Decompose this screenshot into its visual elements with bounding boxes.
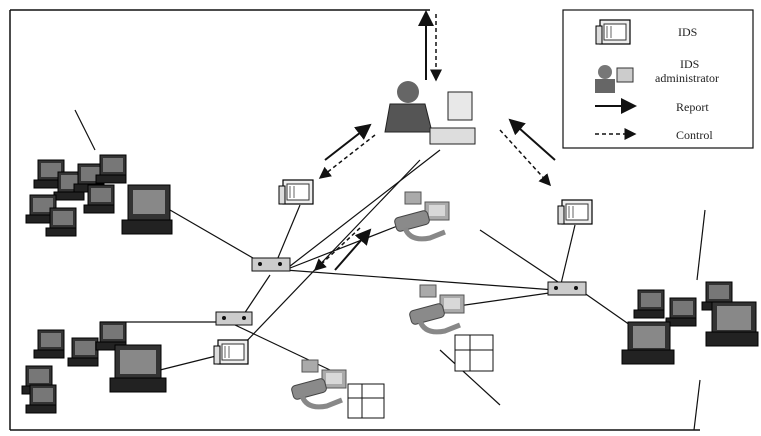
legend-admin-label-2: administrator — [655, 71, 719, 85]
report-arrow-right — [510, 120, 555, 160]
host-cluster-center-bottom — [409, 285, 464, 332]
workstation-cluster-bottom-left — [22, 322, 166, 413]
legend-ids-icon — [596, 20, 630, 44]
ids-administrator — [385, 81, 475, 144]
router-center — [252, 258, 290, 271]
router-left — [216, 312, 252, 325]
server-bottom — [348, 384, 384, 418]
server-right — [455, 335, 493, 371]
network-links — [75, 110, 705, 430]
workstation-cluster-right — [622, 282, 758, 364]
workstation-cluster-top-left — [26, 155, 172, 236]
host-cluster-bottom — [291, 360, 346, 407]
legend: IDS IDS administrator Report Control — [563, 10, 753, 148]
legend-report-label: Report — [676, 100, 709, 114]
ids-sensor-bottom-left — [214, 340, 248, 364]
router-right — [548, 282, 586, 295]
host-cluster-center-top — [394, 192, 449, 239]
ids-sensor-right — [558, 200, 592, 224]
ids-sensor-left — [279, 180, 313, 204]
legend-ids-label: IDS — [678, 25, 697, 39]
report-arrow-left — [325, 125, 370, 160]
legend-admin-label-1: IDS — [680, 57, 699, 71]
control-arrow-right — [500, 130, 550, 185]
legend-control-label: Control — [676, 128, 713, 142]
